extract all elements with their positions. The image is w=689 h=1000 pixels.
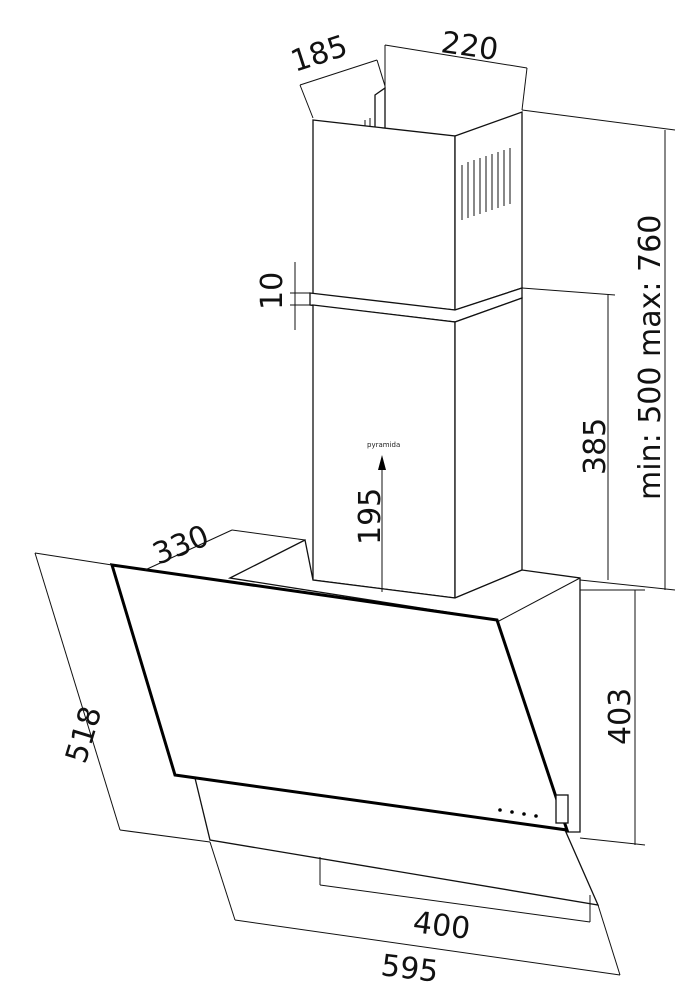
dim-chimney-width: 220 [439, 25, 501, 68]
dim-total-width: 595 [379, 948, 440, 990]
dim-logo-height: 195 [353, 488, 388, 545]
chimney: pyramida [309, 111, 523, 599]
dim-lower-chimney-height: 385 [578, 418, 613, 475]
dim-lower-width: 400 [411, 905, 472, 947]
brand-logo: pyramida [367, 441, 400, 449]
dim-seam-gap: 10 [255, 272, 290, 310]
dim-hood-depth: 330 [148, 519, 214, 573]
chimney-rear-panel [364, 86, 386, 131]
dim-chimney-depth: 185 [287, 29, 352, 80]
glass-panel [109, 563, 570, 832]
control-buttons [498, 808, 538, 818]
vent-slots [461, 148, 511, 220]
dim-hood-height: 403 [603, 688, 638, 745]
hood-body [109, 539, 600, 906]
dim-chimney-height-range: min: 500 max: 760 [633, 215, 668, 500]
dim-glass-length: 518 [59, 702, 109, 767]
dimension-lines [34, 44, 676, 976]
